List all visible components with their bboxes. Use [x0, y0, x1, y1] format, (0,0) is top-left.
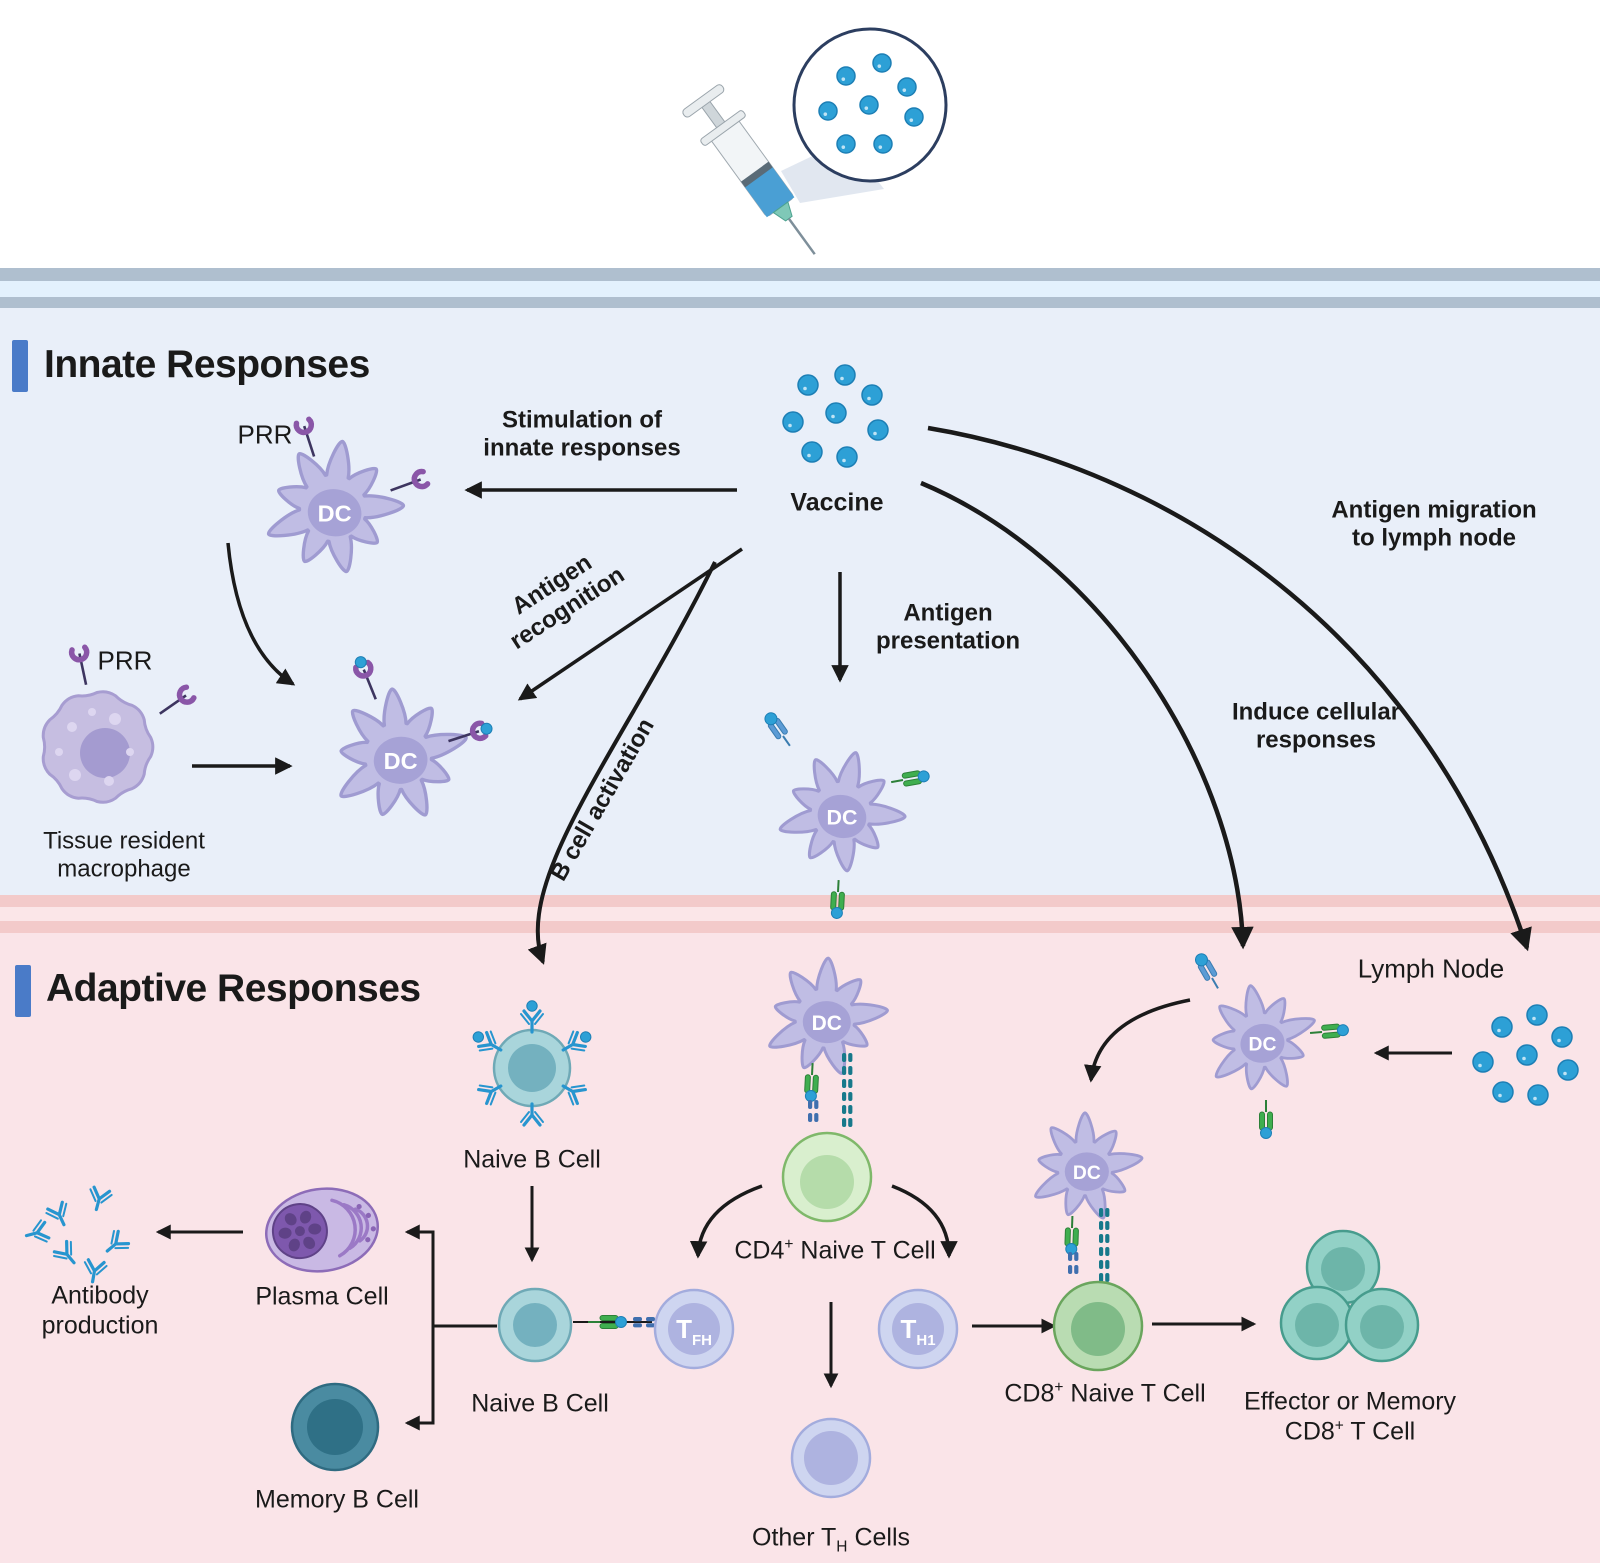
- dendritic-cell: DC: [778, 751, 907, 873]
- magnified-vaccine-particles: [818, 53, 924, 154]
- mhc-molecule-icon: [1064, 1215, 1079, 1255]
- tcr-receptor-icon: [1099, 1208, 1110, 1282]
- antibody-icon: [83, 1258, 108, 1284]
- bracket-to-plasma: [404, 1224, 435, 1326]
- prr-dc-label: PRR: [237, 419, 293, 450]
- cd8-naive-t-label: CD8+ Naive T Cell: [1004, 1379, 1206, 1408]
- lymph-node-label: Lymph Node: [1357, 953, 1505, 984]
- plasma-cell-label: Plasma Cell: [255, 1282, 389, 1311]
- mhc-molecule-icon: [830, 879, 845, 919]
- tissue-resident-macrophage: [41, 690, 155, 804]
- antibody-icon: [477, 1084, 503, 1106]
- prr-receptor-icon: [448, 720, 493, 743]
- naive-b-cell-lower: [497, 1287, 573, 1363]
- cd4-naive-t-label: CD4+ Naive T Cell: [734, 1236, 936, 1265]
- prr-receptor-icon: [390, 468, 431, 492]
- antibody-icon: [52, 1239, 76, 1265]
- syringe-icon: [682, 84, 816, 255]
- th1-cell-label: TH1: [900, 1314, 935, 1349]
- memory-b-cell: [290, 1382, 380, 1472]
- tissue-band-outer: [0, 895, 1600, 907]
- naive-b-cell-upper: [492, 1028, 572, 1108]
- mhc-molecule-icon: [891, 770, 930, 787]
- prr-receptor-icon: [353, 656, 377, 700]
- cd8-naive-t-cell: [1052, 1280, 1144, 1372]
- skin-gap: [0, 281, 1600, 297]
- plasma-cell: [265, 1187, 379, 1273]
- mhc-molecule-icon: [1259, 1100, 1273, 1139]
- skin-band-inner: [0, 297, 1600, 308]
- dc-label: DC: [827, 806, 858, 830]
- memory-b-label: Memory B Cell: [255, 1485, 419, 1514]
- antibody-icon: [24, 1219, 51, 1243]
- dc-label: DC: [1248, 1035, 1276, 1056]
- prr-receptor-icon: [293, 416, 316, 457]
- prr-receptor-icon: [68, 644, 90, 686]
- other-th-cell: [790, 1417, 872, 1499]
- prr-receptor-icon: [159, 684, 197, 715]
- antibody-icon: [472, 1030, 503, 1052]
- dendritic-cell: DC: [1034, 1111, 1144, 1220]
- dc-label: DC: [318, 501, 352, 527]
- cd4-naive-t-cell: [781, 1131, 873, 1223]
- antibody-icon: [89, 1185, 113, 1212]
- arrow-antigen-recognition: [517, 547, 743, 701]
- tcr-receptor-icon: [808, 1100, 819, 1122]
- arrow-b-cell-activation: [527, 561, 717, 965]
- mhc-blue-icon: [764, 712, 791, 747]
- skin-band-outer: [0, 268, 1600, 281]
- prr-macrophage-label: PRR: [97, 645, 153, 676]
- arrow-cd4-to-th1: [891, 1184, 958, 1259]
- mhc-blue-icon: [1195, 953, 1219, 989]
- vaccine-label: Vaccine: [790, 488, 884, 517]
- tissue-gap: [0, 907, 1600, 921]
- dc-label: DC: [384, 748, 418, 774]
- effector-memory-label: Effector or Memory CD8+ T Cell: [1243, 1387, 1457, 1446]
- tfh-cell: TFH: [653, 1288, 735, 1370]
- adaptive-title: Adaptive Responses: [46, 967, 421, 1010]
- dendritic-cell: DC: [1211, 984, 1316, 1091]
- tissue-band-inner: [0, 921, 1600, 933]
- effector-memory-cd8-cells: [1279, 1229, 1420, 1363]
- tcr-receptor-icon: [842, 1053, 853, 1127]
- th1-cell: TH1: [877, 1288, 959, 1370]
- mhc-molecule-icon: [1309, 1023, 1349, 1039]
- tcr-receptor-icon: [1068, 1252, 1079, 1274]
- antibody-icon: [520, 1000, 544, 1034]
- innate-accent-bar: [12, 340, 28, 392]
- antibody-icon: [105, 1229, 131, 1253]
- antibody-icon: [45, 1200, 68, 1227]
- dendritic-cell: DC: [266, 439, 406, 574]
- dc-label: DC: [812, 1012, 842, 1035]
- arrow-cd4-to-tfh: [689, 1184, 763, 1259]
- dendritic-cell: DC: [768, 956, 889, 1075]
- lymph-node-antigens: [1472, 1004, 1579, 1106]
- mhc-molecule-icon: [804, 1062, 819, 1102]
- adaptive-accent-bar: [15, 965, 31, 1017]
- antibody-icon: [561, 1084, 587, 1106]
- innate-title: Innate Responses: [44, 343, 370, 386]
- arrow-antigen-migration: [927, 425, 1532, 952]
- arrow-induce-cellular: [920, 480, 1254, 950]
- antibody-icon: [520, 1102, 544, 1127]
- bracket-to-memory: [404, 1326, 435, 1431]
- arrow-lymphdc-to-dc: [1083, 998, 1191, 1083]
- vaccine-particles: [782, 364, 889, 468]
- tcr-receptor-icon: [633, 1317, 655, 1328]
- naive-b-lower-label: Naive B Cell: [471, 1389, 609, 1418]
- naive-b-upper-label: Naive B Cell: [463, 1145, 601, 1174]
- dendritic-cell: DC: [339, 687, 468, 817]
- other-th-label: Other TH Cells: [751, 1523, 911, 1556]
- antibody-icon: [561, 1030, 592, 1052]
- arrow-dc-to-dc: [226, 542, 296, 686]
- tfh-cell-label: TFH: [676, 1314, 712, 1349]
- dc-label: DC: [1073, 1163, 1101, 1184]
